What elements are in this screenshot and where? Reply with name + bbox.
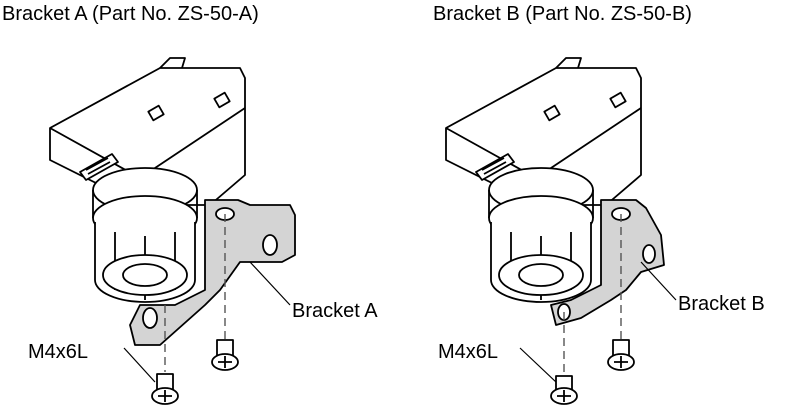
bracket-b-assembly-drawing bbox=[445, 57, 677, 405]
screw-icon bbox=[151, 373, 179, 405]
bracket-a-shape bbox=[129, 199, 296, 346]
screw-icon bbox=[550, 375, 578, 405]
title-bracket-a: Bracket A (Part No. ZS-50-A) bbox=[2, 3, 259, 25]
callout-bracket-a: Bracket A bbox=[292, 300, 378, 322]
connector-icon bbox=[475, 153, 515, 181]
screw-icon bbox=[607, 339, 635, 371]
callout-screw-right: M4x6L bbox=[438, 341, 499, 363]
callout-bracket-b: Bracket B bbox=[678, 293, 765, 315]
title-bracket-b: Bracket B (Part No. ZS-50-B) bbox=[433, 3, 692, 25]
bracket-a-assembly-drawing bbox=[49, 57, 296, 405]
connector-icon bbox=[79, 153, 119, 181]
sensor-head-body bbox=[49, 57, 246, 303]
sensor-head-body bbox=[445, 57, 642, 303]
callout-screw-left: M4x6L bbox=[28, 341, 89, 363]
screw-icon bbox=[211, 339, 239, 371]
